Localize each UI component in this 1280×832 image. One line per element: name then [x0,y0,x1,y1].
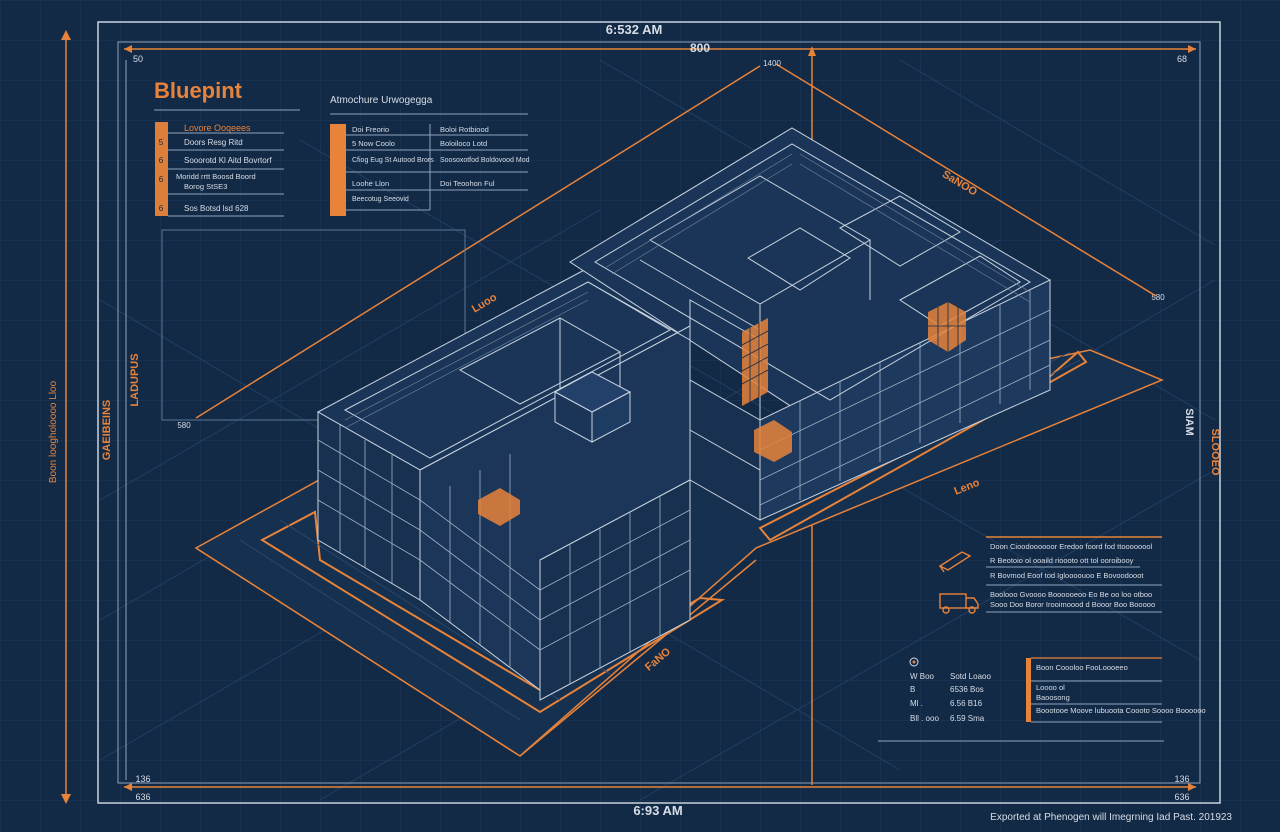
notes-line: R Bovmod Eoof tod Igloooouoo E Bovoodooo… [990,571,1144,580]
scale-key-value: 6.56 B16 [950,699,983,708]
specs-left-row: Doi Freorio [352,125,389,134]
scale-key-label: Bll . ooo [910,714,939,723]
notes-line: Doon Cioodoooooor Eredoo foord fod ttooo… [990,542,1153,551]
stamp-row: Loooo ol [1036,683,1065,692]
right-mid-label: 580 [1151,293,1165,302]
left-mid-label: 580 [177,421,191,430]
scale-key-label: W Boo [910,672,935,681]
blueprint-title: Bluepint [154,78,243,103]
top-time: 6:532 AM [606,22,663,37]
corner-label-tl: 50 [133,54,143,64]
specs-right-row: Boloi Rotbiood [440,125,489,134]
scale-key-value: 6.59 Sma [950,714,985,723]
bottom-dimension-line [124,783,1196,791]
corner-label-bl2: 636 [135,792,150,802]
specs-right-row: Soosoxotfod Boldovood Mod [440,157,530,164]
pen-icon [938,551,972,573]
truck-icon [939,593,979,614]
highlight-hatching [741,302,966,402]
legend-row: Sooorotd Kl Aitd Bovrtorf [184,156,272,165]
scale-key-value: 6536 Bos [950,685,984,694]
stamp-row: Baoosong [1036,693,1070,702]
notes-line: Boolooo Gvoooo Boooooeoo Eo Be oo loo ot… [990,590,1152,599]
stamp-row: Boootooe Moove lubuoota Coooto Soooo Boo… [1036,706,1206,715]
specs-heading: Atmochure Urwogegga [330,95,433,106]
specs-left-row: Loohe Llon [352,179,389,188]
scale-key [878,657,1164,742]
stamp-block [1026,657,1162,723]
legend-row: Borog StSE3 [184,182,227,191]
right-side-label-b: SLOOEO [1209,428,1221,476]
specs-left-row: 5 Now Coolo [352,139,395,148]
left-inner-label-a: GAEIBEINS [101,400,113,461]
notes-line: Sooo Doo Boror Irooimoood d Booor Boo Bo… [990,600,1155,609]
bottom-time: 6:93 AM [633,803,682,818]
top-dimension-line [124,45,1196,53]
scale-key-label: Ml . [910,699,923,708]
legend-num: 6 [159,156,164,165]
corner-label-br2: 636 [1174,792,1189,802]
legend-num: 6 [159,204,164,213]
stamp-row: Boon Coooloo FooLoooeeo [1036,663,1128,672]
scale-key-label: B [910,685,915,694]
right-side-label-a: SIAM [1183,408,1195,436]
legend-num: 6 [159,175,164,184]
isometric-building [194,127,1164,757]
corner-label-br: 136 [1174,774,1189,784]
corner-label-tr: 68 [1177,54,1187,64]
legend-num: 5 [159,138,164,147]
specs-left-row: Beecotug Seeovid [352,196,409,203]
highlight-blocks [478,302,966,526]
left-dimension-arrow [61,30,71,804]
specs-table [330,113,528,216]
top-point-label: 1400 [763,59,781,68]
legend-heading: Lovore Ooqeees [184,123,251,133]
outer-frame [97,21,1221,804]
legend-table [155,122,284,217]
specs-left-row: Cfiog Eug St Autood Brors [352,157,434,164]
notes-line: R Beotoio ol ooaild rioooto ott tol ooro… [990,556,1134,565]
left-inner-label-b: LADUPUS [129,353,141,406]
legend-row: Doors Resg Ritd [184,138,243,147]
inset-frame [161,229,466,421]
top-dimension-value: 800 [690,41,710,55]
notes-panel [986,536,1162,613]
left-side-label: Boon loogholoooo Lloo [48,380,59,483]
legend-row: Sos Botsd lsd 628 [184,204,249,213]
footer-export-note: Exported at Phenogen will Imegrning Iad … [990,812,1232,823]
legend-row: Moridd rrtt Boosd Boord [176,172,256,181]
specs-right-row: Boloiloco Lotd [440,139,487,148]
scale-key-value: Sotd Loaoo [950,672,991,681]
corner-label-bl: 136 [135,774,150,784]
specs-right-row: Doi Teoohon Ful [440,179,495,188]
